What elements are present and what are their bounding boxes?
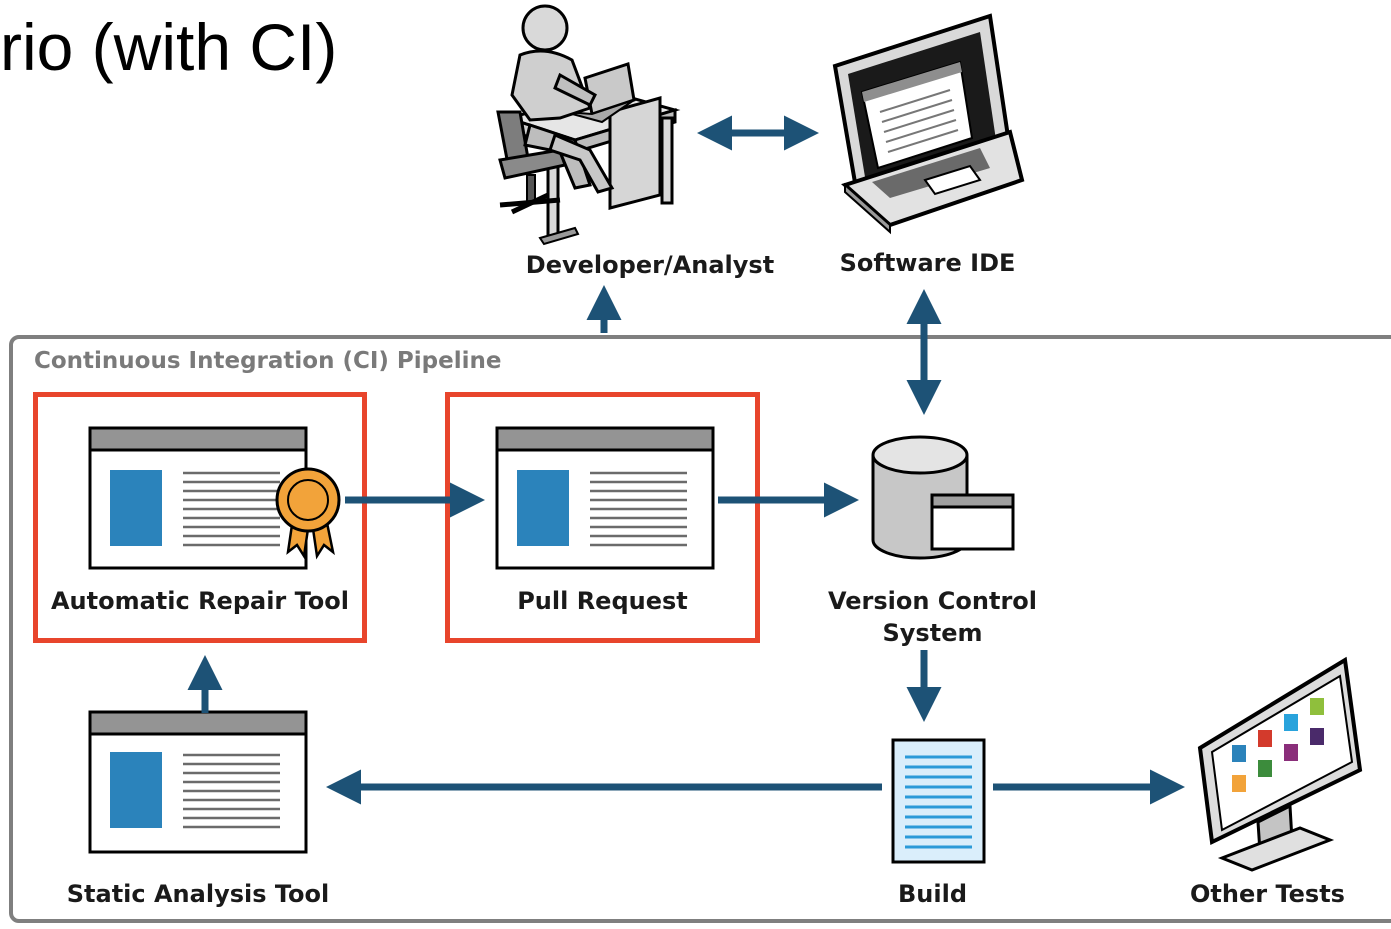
other-tests-label: Other Tests [1190,880,1345,908]
build-label: Build [897,880,967,908]
monitor-icon [1197,656,1363,872]
pull-request-highlight [445,392,760,643]
vcs-label-line1: Version Control [827,587,1038,615]
award-badge-icon [275,467,341,560]
developer-icon [496,4,681,246]
build-document-icon [891,738,986,864]
slide-title: rio (with CI) [0,10,338,84]
static-analysis-window-icon [88,710,308,854]
static-analysis-label: Static Analysis Tool [66,880,330,908]
pull-request-window-icon [495,426,715,570]
ci-pipeline-container [9,335,1391,923]
repair-tool-window-icon [88,426,308,570]
repair-tool-highlight [33,392,367,643]
ci-pipeline-label: Continuous Integration (CI) Pipeline [34,348,502,374]
pull-request-label: Pull Request [517,587,688,615]
repair-tool-label: Automatic Repair Tool [50,587,350,615]
vcs-label-line2: System [882,619,983,647]
developer-label: Developer/Analyst [525,251,775,279]
database-icon [871,435,1015,560]
software-ide-icon [832,13,1025,235]
ide-label: Software IDE [839,249,1016,277]
